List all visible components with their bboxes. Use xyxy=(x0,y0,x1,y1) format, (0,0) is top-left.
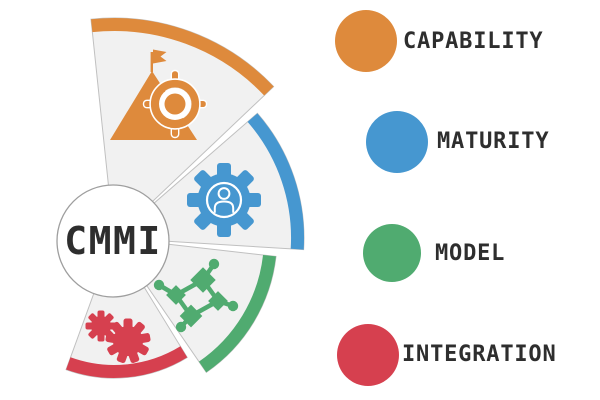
large-gear xyxy=(105,318,151,363)
center-label: CMMI xyxy=(64,219,162,263)
legend-label-maturity: MATURITY xyxy=(437,129,550,154)
center-circle xyxy=(56,184,170,298)
gears-icon xyxy=(85,310,151,363)
legend-dot-maturity xyxy=(366,111,428,173)
legend-label-capability: CAPABILITY xyxy=(403,29,544,54)
segment-maturity-band xyxy=(247,113,305,250)
segment-model-band xyxy=(198,254,276,373)
person-icon xyxy=(205,181,243,219)
legend-dot-capability xyxy=(335,10,397,72)
gear-person-icon xyxy=(187,163,261,237)
legend-label-model: MODEL xyxy=(435,241,506,266)
legend-label-integration: INTEGRATION xyxy=(402,342,557,367)
segment-integration-band xyxy=(66,346,188,378)
small-gear xyxy=(85,310,117,342)
legend-dot-model xyxy=(363,224,421,282)
legend-dot-integration xyxy=(337,324,399,386)
mountain-flag-target-icon xyxy=(110,49,208,140)
segment-capability-band xyxy=(91,18,274,96)
